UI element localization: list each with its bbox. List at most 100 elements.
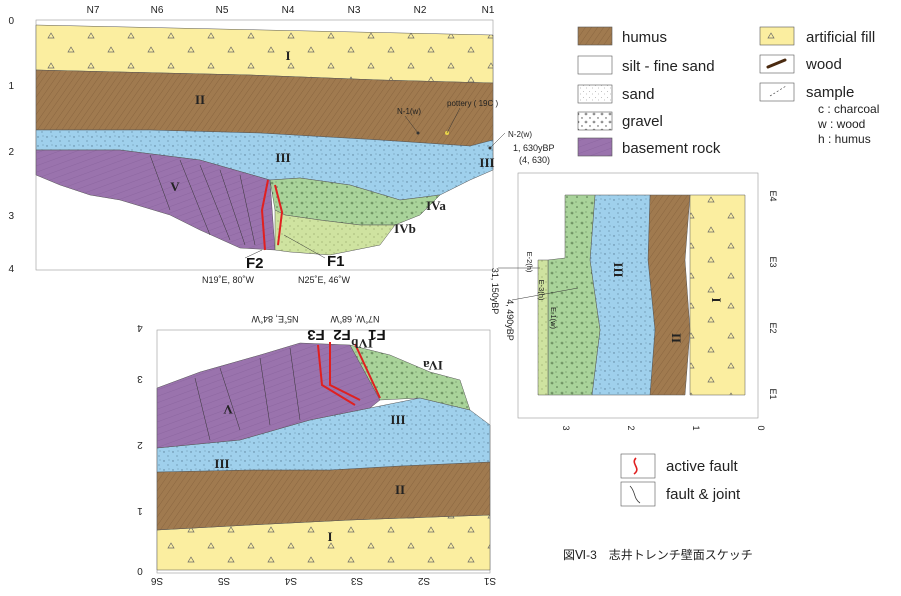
south-tick-s3: S3 [350,575,363,586]
active-fault-icon [633,457,638,475]
legend-swatch-silt [577,55,613,75]
legend-swatch-basement [577,137,613,157]
south-fault-label-F2: F2 [333,326,351,343]
wood-icon [766,58,787,69]
east-tick-e3: E3 [768,256,778,267]
south-joints [194,347,301,441]
north-orient-F2: N19˚E, 80˚W [202,275,255,285]
north-fault-F1 [274,184,284,246]
fault-joint-icon [629,485,641,504]
north-depth-4: 4 [8,264,14,275]
south-depth-4: 4 [137,322,143,333]
south-depth-1: 1 [137,505,143,516]
north-sample-n2: N-2(w) [508,130,532,139]
south-depth-2: 2 [137,439,143,450]
south-fault-F1 [354,343,381,399]
north-fault-F2 [260,179,269,251]
east-depth-0: 0 [756,425,766,430]
north-depth-0: 0 [8,16,14,27]
legend-label-wood: wood [805,56,842,73]
south-wall-section: S6 S5 S4 S3 S2 S1 0 1 2 3 4 I II III III… [137,314,496,586]
south-label-III: III [214,456,229,471]
north-label-V: V [170,179,180,194]
north-sample-n1: N-1(w) [397,107,421,116]
north-pottery-label: pottery ( 19C ) [447,99,498,108]
north-tick-n4: N4 [282,5,295,16]
sample-icon [769,85,787,97]
east-tick-e2: E2 [768,322,778,333]
north-label-IVa: IVa [426,198,446,213]
south-tick-s5: S5 [217,575,230,586]
legend-label-fill: artificial fill [806,29,875,46]
south-orient-F3: N5˚E, 84˚W [251,314,299,324]
north-unit-IVb-fine [274,209,396,256]
north-date-cal: (4, 630) [519,155,550,165]
east-sample-e3: E-3(h) [537,280,546,301]
legend-label-active-fault: active fault [666,458,739,475]
north-label-III: III [275,150,290,165]
north-fault-label-F2: F2 [246,255,264,272]
south-depth-0: 0 [137,565,143,576]
south-label-IVa: IVa [423,358,443,373]
south-unit-IVa-gravel [349,344,471,411]
east-date-2: 4, 490yBP [505,299,515,341]
legend-abbrev-h: h : humus [818,132,871,146]
north-depth-1: 1 [8,81,14,92]
north-label-III-b: III [479,155,494,170]
east-sample-e2: E-2(h) [525,252,534,273]
south-orient-F1: N7˚W, 68˚W [330,314,380,324]
legend-label-sand: sand [622,86,655,103]
south-label-I: I [327,529,332,544]
north-tick-n1: N1 [482,5,495,16]
east-sample-e1: E-1(w) [549,307,558,330]
east-unit-III-sand [589,194,656,396]
north-label-IVb: IVb [394,221,416,236]
north-wall-section: N7 N6 N5 N4 N3 N2 N1 0 1 2 3 4 I II III … [8,5,554,285]
legend-abbrev-c: c : charcoal [818,102,879,116]
south-fault-label-F1: F1 [368,326,386,343]
south-fault-label-F3: F3 [307,326,325,343]
north-tick-n6: N6 [151,5,164,16]
legend: humus silt - fine sand sand gravel basem… [577,26,879,507]
east-label-III: III [611,262,626,277]
east-tick-e1: E1 [768,388,778,399]
south-fault-F3 [317,344,356,406]
north-date-c14: 1, 630yBP [513,143,555,153]
north-tick-n3: N3 [348,5,361,16]
east-wall-section: E4 E3 E2 E1 3 2 1 0 I II III E-2(h) E-3(… [490,172,778,431]
south-label-V: V [223,402,233,417]
figure-caption: 図Ⅵ-3 志井トレンチ壁面スケッチ [563,547,753,562]
east-depth-2: 2 [626,425,636,430]
east-unit-II-humus [647,194,691,396]
south-label-III-b: III [390,412,405,427]
legend-swatch-humus [577,26,613,46]
north-tick-n5: N5 [216,5,229,16]
legend-label-sample: sample [806,84,854,101]
north-tick-n7: N7 [87,5,100,16]
legend-swatch-fault-joint [620,481,656,507]
legend-label-basement: basement rock [622,140,721,157]
north-label-I: I [285,48,290,63]
south-tick-s2: S2 [417,575,430,586]
legend-swatch-sample [759,82,795,102]
south-tick-s1: S1 [483,575,496,586]
east-unit-gravel [547,194,601,396]
north-depth-2: 2 [8,147,14,158]
legend-label-silt: silt - fine sand [622,58,715,75]
north-tick-n2: N2 [414,5,427,16]
legend-label-gravel: gravel [622,113,663,130]
north-label-II: II [195,92,205,107]
east-unit-I-fill [689,194,746,396]
east-tick-e4: E4 [768,190,778,201]
south-label-II: II [395,482,405,497]
east-date-1: 31, 150yBP [490,268,500,315]
north-depth-3: 3 [8,211,14,222]
north-unit-V-basement [35,149,276,251]
south-tick-s6: S6 [150,575,163,586]
legend-label-humus: humus [622,29,667,46]
south-depth-3: 3 [137,373,143,384]
north-fault-label-F1: F1 [327,253,345,270]
legend-swatch-gravel [577,111,613,131]
legend-swatch-fill [759,26,795,46]
